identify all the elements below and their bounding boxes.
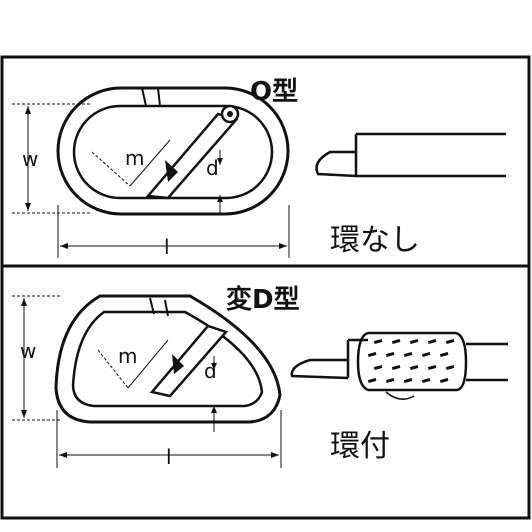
panel-modified-d-type: 変D型 w m d l [12, 284, 508, 469]
o-gate-detail [315, 132, 506, 178]
dim-l: l [166, 445, 172, 469]
dim-l: l [164, 235, 170, 259]
dim-w: w [22, 147, 38, 171]
dim-w: w [20, 339, 36, 363]
panel-caption: 環付 [330, 429, 390, 464]
panel-title: O型 [250, 77, 298, 107]
d-sleeve-detail [290, 331, 508, 400]
o-dimensions [12, 103, 290, 258]
o-dimension-arrows [25, 106, 287, 249]
diagram-frame [0, 55, 531, 520]
d-dimensions [12, 295, 282, 468]
dim-m: m [118, 344, 137, 368]
dim-d: d [204, 359, 217, 383]
dim-m: m [125, 146, 144, 170]
o-carabiner [56, 86, 290, 216]
panel-o-type: O型 [12, 77, 506, 259]
panel-caption: 環なし [330, 223, 420, 258]
d-carabiner [54, 294, 282, 424]
panel-title: 変D型 [226, 284, 300, 315]
dim-d: d [206, 156, 219, 180]
sleeve-knurling [367, 338, 455, 383]
d-dimension-arrows [21, 298, 279, 458]
